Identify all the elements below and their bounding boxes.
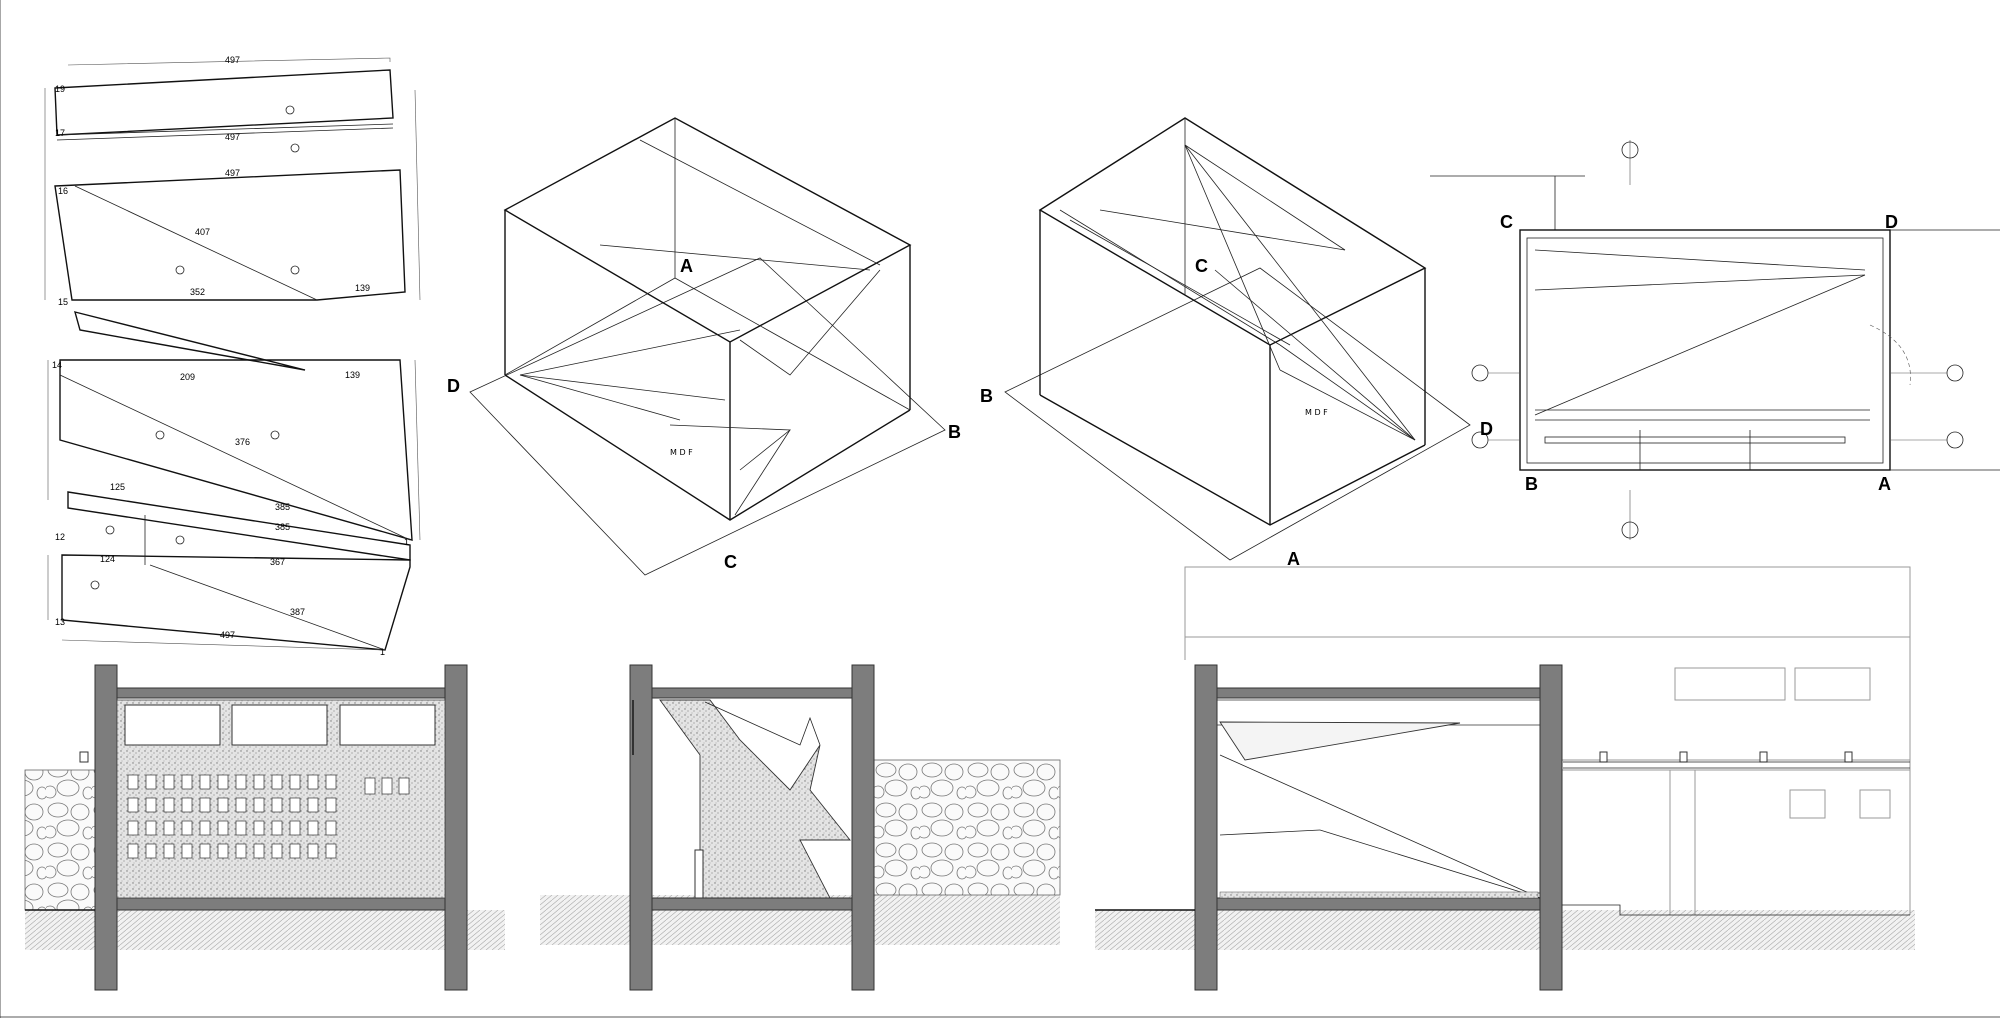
svg-text:139: 139 [355, 283, 370, 293]
label-a: A [680, 256, 693, 276]
svg-text:497: 497 [225, 168, 240, 178]
section-3 [1095, 566, 1915, 991]
unfolded-panels: 497 497 497 407 352 139 209 139 376 125 … [44, 55, 421, 657]
material-mdf-2: M D F [1305, 408, 1328, 417]
section-2 [540, 664, 1061, 991]
svg-text:376: 376 [235, 437, 250, 447]
plan-view: C D B A D [1430, 140, 2000, 540]
svg-text:497: 497 [225, 132, 240, 142]
label-a-plan: A [1878, 474, 1891, 494]
svg-text:385: 385 [275, 522, 290, 532]
svg-text:407: 407 [195, 227, 210, 237]
svg-text:497: 497 [220, 630, 235, 640]
label-c: C [724, 552, 737, 572]
svg-text:1: 1 [404, 537, 409, 547]
label-b: B [948, 422, 961, 442]
label-d: D [447, 376, 460, 396]
material-mdf-1: M D F [670, 448, 693, 457]
section-1 [24, 664, 505, 991]
svg-text:209: 209 [180, 372, 195, 382]
svg-text:125: 125 [110, 482, 125, 492]
label-a-2: A [1287, 549, 1300, 569]
svg-text:15: 15 [58, 297, 68, 307]
label-b-plan: B [1525, 474, 1538, 494]
label-b-2: B [980, 386, 993, 406]
svg-text:367: 367 [270, 557, 285, 567]
svg-text:1: 1 [380, 647, 385, 657]
svg-text:497: 497 [225, 55, 240, 65]
svg-text:352: 352 [190, 287, 205, 297]
label-c-plan: C [1500, 212, 1513, 232]
svg-text:139: 139 [345, 370, 360, 380]
label-c-2: C [1195, 256, 1208, 276]
label-d-plan: D [1885, 212, 1898, 232]
label-d-plan-2: D [1480, 419, 1493, 439]
svg-text:14: 14 [52, 360, 62, 370]
isometric-view-1: D B C A M D F [447, 117, 961, 576]
svg-text:19: 19 [55, 84, 65, 94]
svg-text:387: 387 [290, 607, 305, 617]
svg-text:385: 385 [275, 502, 290, 512]
svg-text:12: 12 [55, 532, 65, 542]
isometric-view-2: B A C M D F [980, 117, 1471, 569]
svg-text:13: 13 [55, 617, 65, 627]
svg-text:17: 17 [55, 128, 65, 138]
svg-text:16: 16 [58, 186, 68, 196]
svg-text:124: 124 [100, 554, 115, 564]
